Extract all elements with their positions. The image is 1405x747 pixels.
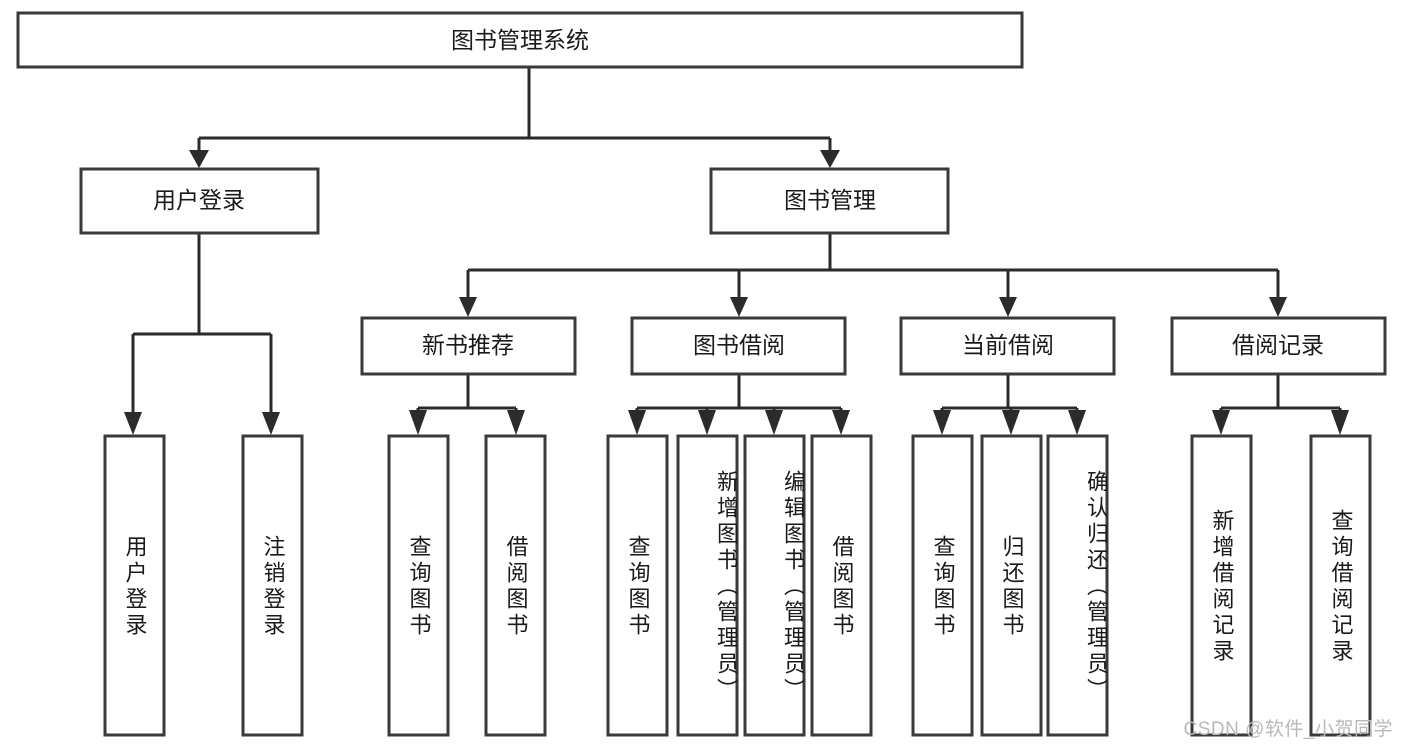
arrowhead-leaf-query-book-3 <box>933 410 951 435</box>
node-new-book-recommend[interactable]: 新书推荐 <box>360 316 577 376</box>
node-new-book-recommend-label: 新书推荐 <box>422 332 514 358</box>
node-book-manage-label: 图书管理 <box>784 187 876 213</box>
node-borrow-record-box[interactable] <box>1170 316 1387 376</box>
arrowhead-leaf-query-book-2 <box>628 410 646 435</box>
arrowhead-borrow-record <box>1269 297 1287 317</box>
arrowhead-user-login <box>189 150 209 168</box>
node-leaf-borrow-book-2-box[interactable] <box>810 434 873 737</box>
node-leaf-borrow-book-1-label: 借阅图书 <box>503 534 529 639</box>
node-leaf-add-book-label: 新增图书（管理员） <box>714 469 737 704</box>
node-leaf-logout-box[interactable] <box>241 434 304 737</box>
node-book-manage-box[interactable] <box>709 167 950 235</box>
node-leaf-user-login-label: 用户登录 <box>122 534 148 639</box>
arrowhead-new-book-recommend <box>459 297 477 317</box>
node-current-borrow-box[interactable] <box>899 316 1116 376</box>
arrowhead-book-manage <box>820 150 840 168</box>
node-borrow-record[interactable]: 借阅记录 <box>1170 316 1387 376</box>
node-leaf-borrow-book-1-box[interactable] <box>484 434 547 737</box>
node-leaf-borrow-book-2-label: 借阅图书 <box>829 534 855 639</box>
arrowhead-leaf-query-book-1 <box>409 410 427 435</box>
node-borrow-record-label: 借阅记录 <box>1232 332 1324 358</box>
node-user-login-box[interactable] <box>79 167 320 235</box>
node-book-borrow-label: 图书借阅 <box>693 332 785 358</box>
node-leaf-query-book-3-label: 查询图书 <box>930 534 956 639</box>
node-leaf-return-book-box[interactable] <box>980 434 1043 737</box>
leaf-box-layer <box>103 434 1372 737</box>
arrowhead-leaf-add-book <box>698 410 716 435</box>
arrowhead-current-borrow <box>999 297 1017 317</box>
node-leaf-edit-book-label: 编辑图书（管理员） <box>781 469 804 704</box>
node-leaf-add-book-box[interactable] <box>676 434 739 737</box>
node-current-borrow[interactable]: 当前借阅 <box>899 316 1116 376</box>
node-root-label: 图书管理系统 <box>451 27 589 53</box>
node-user-login[interactable]: 用户登录 <box>79 167 320 235</box>
arrowhead-leaf-borrow-book-1 <box>507 410 525 435</box>
arrowhead-leaf-query-record <box>1331 410 1349 435</box>
node-leaf-query-book-1-label: 查询图书 <box>406 534 432 639</box>
node-book-manage[interactable]: 图书管理 <box>709 167 950 235</box>
node-root[interactable]: 图书管理系统 <box>16 11 1024 69</box>
node-leaf-confirm-return-label: 确认归还（管理员） <box>1084 469 1107 704</box>
node-current-borrow-label: 当前借阅 <box>962 332 1054 358</box>
arrowhead-leaf-edit-book <box>765 410 783 435</box>
node-leaf-query-book-2-box[interactable] <box>606 434 669 737</box>
node-root-box[interactable] <box>16 11 1024 69</box>
node-leaf-edit-book-box[interactable] <box>743 434 806 737</box>
node-leaf-add-record-label: 新增借阅记录 <box>1209 508 1235 665</box>
node-leaf-user-login-box[interactable] <box>103 434 166 737</box>
node-new-book-recommend-box[interactable] <box>360 316 577 376</box>
node-leaf-query-record-box[interactable] <box>1309 434 1372 737</box>
node-leaf-add-record-box[interactable] <box>1190 434 1253 737</box>
arrowhead-leaf-borrow-book-2 <box>832 410 850 435</box>
arrowhead-leaf-confirm-return <box>1068 410 1086 435</box>
node-user-login-label: 用户登录 <box>153 187 245 213</box>
arrowhead-book-borrow <box>730 297 748 317</box>
arrowhead-leaf-return-book <box>1002 410 1020 435</box>
node-leaf-query-book-2-label: 查询图书 <box>625 534 651 639</box>
arrowhead-leaf-user-login <box>124 412 142 435</box>
node-leaf-query-record-label: 查询借阅记录 <box>1328 508 1354 665</box>
node-leaf-query-book-3-box[interactable] <box>911 434 974 737</box>
node-leaf-confirm-return-box[interactable] <box>1046 434 1109 737</box>
node-leaf-return-book-label: 归还图书 <box>999 534 1025 639</box>
connector-layer <box>124 67 1349 435</box>
node-leaf-logout-label: 注销登录 <box>260 534 286 639</box>
node-book-borrow-box[interactable] <box>630 316 847 376</box>
arrowhead-leaf-add-record <box>1212 410 1230 435</box>
node-leaf-query-book-1-box[interactable] <box>387 434 450 737</box>
node-book-borrow[interactable]: 图书借阅 <box>630 316 847 376</box>
arrowhead-leaf-logout <box>262 412 280 435</box>
